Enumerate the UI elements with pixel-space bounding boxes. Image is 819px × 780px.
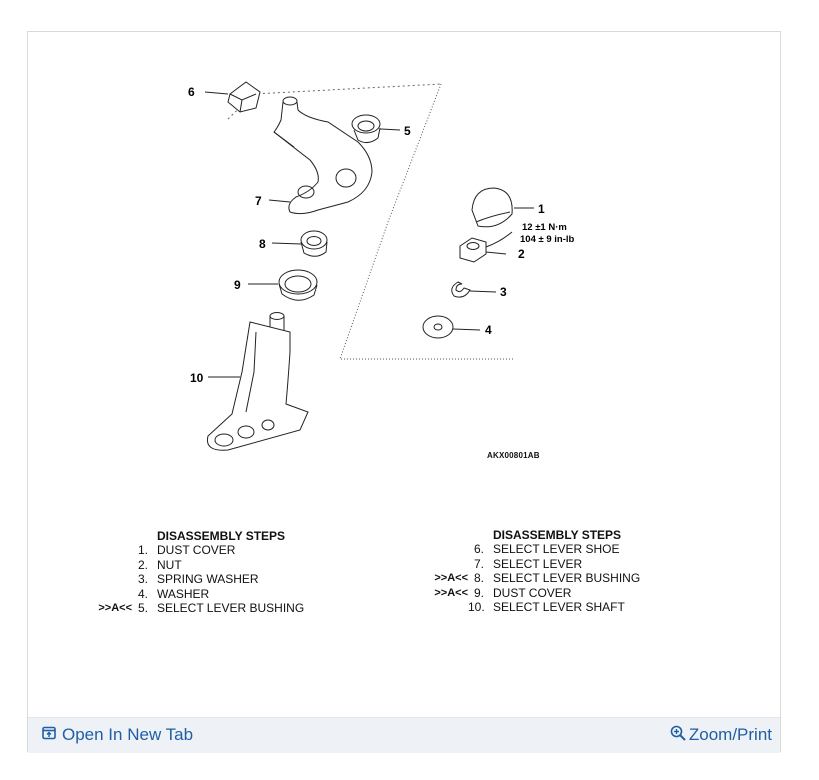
- procedure-marker: >>A<<: [434, 586, 468, 599]
- list-item: >>A<< 8. SELECT LEVER BUSHING: [422, 571, 640, 586]
- callout-9: 9: [234, 278, 241, 292]
- external-tab-icon: [42, 725, 56, 745]
- part-1-dust-cover: [471, 187, 513, 228]
- list-item: 4. WASHER: [137, 586, 210, 601]
- part-9-dust-cover: [278, 269, 318, 301]
- assembly-boundary-line: [227, 83, 442, 120]
- part-6-select-lever-shoe: [227, 81, 261, 113]
- steps-heading: DISASSEMBLY STEPS: [157, 529, 286, 543]
- list-item: >>A<< 5. SELECT LEVER BUSHING: [86, 601, 304, 616]
- part-4-washer: [422, 315, 454, 339]
- disassembly-steps-left: DISASSEMBLY STEPS 1. DUST COVER 2. NUT 3…: [86, 529, 304, 616]
- part-5-select-lever-bushing: [351, 114, 381, 144]
- image-frame: 6 5 7 8 9 10 1 2 3 4 12 ±1 N·m 104 ± 9 i…: [27, 31, 781, 753]
- part-8-select-lever-bushing: [300, 230, 328, 257]
- exploded-parts-diagram: 6 5 7 8 9 10 1 2 3 4 12 ±1 N·m 104 ± 9 i…: [188, 81, 575, 451]
- torque-spec-imperial: 104 ± 9 in-lb: [520, 234, 575, 245]
- zoom-in-icon: [670, 725, 686, 746]
- callout-5: 5: [404, 124, 411, 138]
- callout-7: 7: [255, 194, 262, 208]
- callout-3: 3: [500, 285, 507, 299]
- list-item: 1. DUST COVER: [137, 543, 236, 557]
- torque-spec-metric: 12 ±1 N·m: [522, 222, 567, 233]
- part-10-select-lever-shaft: [206, 312, 309, 451]
- callout-4: 4: [485, 323, 492, 337]
- procedure-marker: >>A<<: [434, 572, 468, 584]
- list-item: 6. SELECT LEVER SHOE: [473, 542, 620, 556]
- callout-6: 6: [188, 85, 195, 99]
- image-footer-toolbar: Open In New Tab Zoom/Print: [28, 717, 780, 753]
- part-3-spring-washer: [451, 281, 471, 298]
- list-item: 10. SELECT LEVER SHAFT: [468, 600, 625, 614]
- open-in-new-tab-link[interactable]: Open In New Tab: [42, 718, 193, 752]
- figure-code: AKX00801AB: [487, 451, 540, 460]
- list-item: 7. SELECT LEVER: [473, 556, 583, 571]
- zoom-print-link[interactable]: Zoom/Print: [670, 718, 772, 752]
- procedure-marker: >>A<<: [98, 602, 132, 614]
- callout-10: 10: [190, 371, 204, 385]
- callout-8: 8: [259, 237, 266, 251]
- callout-1: 1: [538, 202, 545, 216]
- list-item: 2. NUT: [137, 557, 182, 572]
- zoom-print-label: Zoom/Print: [688, 725, 772, 744]
- list-item: >>A<< 9. DUST COVER: [422, 586, 640, 601]
- part-7-select-lever: [273, 96, 373, 215]
- steps-heading: DISASSEMBLY STEPS: [493, 528, 622, 542]
- disassembly-steps-right: DISASSEMBLY STEPS 6. SELECT LEVER SHOE 7…: [422, 528, 640, 615]
- callout-2: 2: [518, 247, 525, 261]
- open-in-new-tab-label: Open In New Tab: [62, 725, 194, 744]
- part-2-nut: [459, 237, 487, 263]
- list-item: 3. SPRING WASHER: [137, 572, 259, 586]
